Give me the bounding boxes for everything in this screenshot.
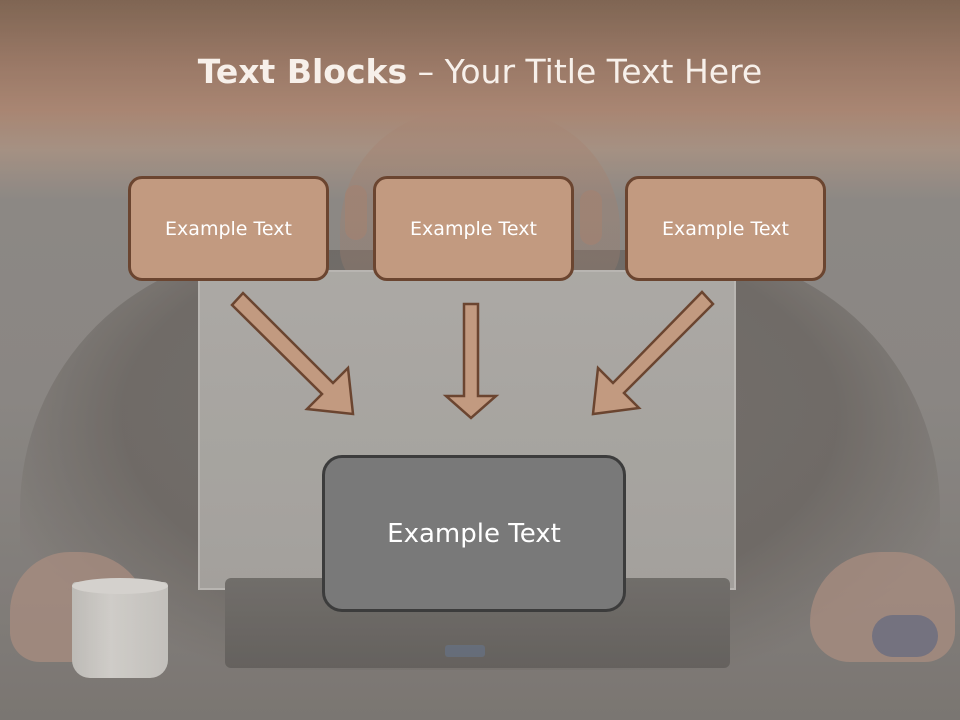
text-block-2-label: Example Text bbox=[410, 217, 537, 240]
slide-title-rest: – Your Title Text Here bbox=[407, 52, 763, 91]
text-block-1[interactable]: Example Text bbox=[128, 176, 329, 281]
arrow-right-diagonal bbox=[591, 290, 715, 416]
mug-rim bbox=[72, 578, 168, 594]
text-block-1-label: Example Text bbox=[165, 217, 292, 240]
text-block-3[interactable]: Example Text bbox=[625, 176, 826, 281]
text-block-3-label: Example Text bbox=[662, 217, 789, 240]
main-text-block-label: Example Text bbox=[387, 518, 561, 549]
arrow-left-diagonal bbox=[230, 291, 355, 416]
background-ear-left bbox=[345, 185, 367, 240]
mug-icon bbox=[72, 582, 168, 678]
background-laptop-port bbox=[445, 645, 485, 657]
arrow-center-down bbox=[442, 302, 500, 420]
mouse-icon bbox=[872, 615, 938, 657]
text-block-2[interactable]: Example Text bbox=[373, 176, 574, 281]
background-ear-right bbox=[580, 190, 602, 245]
slide-title-bold: Text Blocks bbox=[197, 52, 408, 91]
slide-title: Text Blocks – Your Title Text Here bbox=[0, 52, 960, 91]
main-text-block[interactable]: Example Text bbox=[322, 455, 626, 612]
